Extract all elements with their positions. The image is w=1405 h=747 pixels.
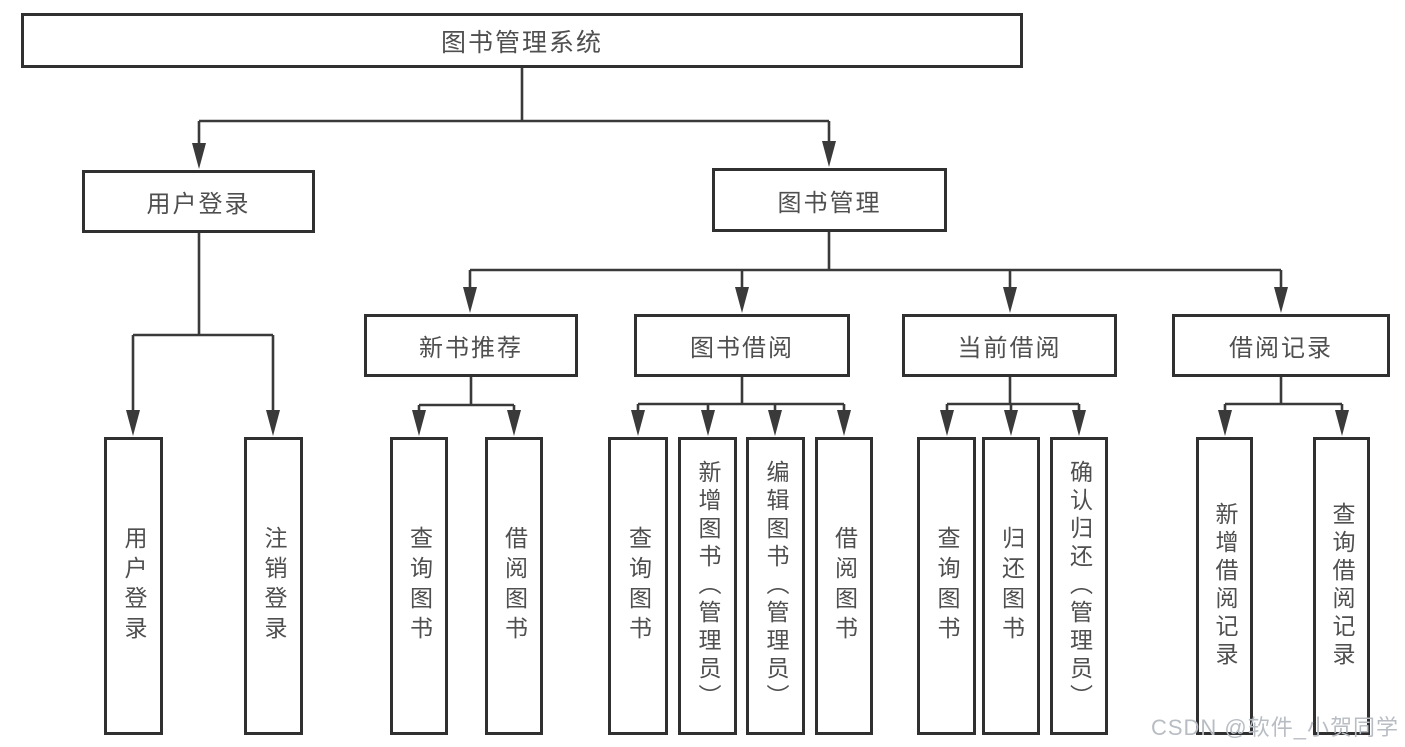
csdn-watermark: CSDN @软件_小贺同学 [1150,715,1399,740]
node-current-borrowing-label: 当前借阅 [957,335,1062,362]
leaf-borrowing-add-books-admin: 新增图书（管理员） [678,437,737,735]
leaf-recommend-query-books: 查询图书 [390,437,448,735]
leaf-logout-login: 注销登录 [244,437,303,735]
node-new-book-recommend-label: 新书推荐 [419,335,523,362]
node-library-system-label: 图书管理系统 [440,28,603,57]
leaf-current-confirm-return-admin: 确认归还（管理员） [1050,437,1108,735]
leaf-records-add-borrow-record: 新增借阅记录 [1196,437,1253,735]
leaf-borrowing-edit-books-admin-label: 编辑图书（管理员） [763,460,789,712]
leaf-borrowing-query-books-label: 查询图书 [625,526,652,646]
leaf-borrowing-borrow-books: 借阅图书 [815,437,873,735]
leaf-current-return-books-label: 归还图书 [998,526,1025,646]
leaf-borrowing-borrow-books-label: 借阅图书 [831,526,858,646]
node-borrowing-records: 借阅记录 [1172,314,1390,377]
node-user-login-label: 用户登录 [146,191,251,218]
node-current-borrowing: 当前借阅 [902,314,1117,377]
leaf-user-login-label: 用户登录 [121,526,147,646]
leaf-logout-login-label: 注销登录 [261,526,287,646]
leaf-borrowing-edit-books-admin: 编辑图书（管理员） [746,437,805,735]
leaf-records-add-borrow-record-label: 新增借阅记录 [1212,502,1238,670]
leaf-recommend-borrow-books: 借阅图书 [485,437,543,735]
leaf-borrowing-add-books-admin-label: 新增图书（管理员） [695,460,721,712]
node-book-management-label: 图书管理 [777,189,882,217]
leaf-current-query-books-label: 查询图书 [934,526,960,646]
leaf-records-query-borrow-record-label: 查询借阅记录 [1329,502,1355,670]
leaf-borrowing-query-books: 查询图书 [608,437,668,735]
leaf-current-confirm-return-admin-label: 确认归还（管理员） [1066,460,1093,712]
leaf-current-query-books: 查询图书 [917,437,976,735]
leaf-recommend-query-books-label: 查询图书 [406,526,433,646]
node-user-login: 用户登录 [82,170,315,233]
node-library-system: 图书管理系统 [21,13,1023,68]
leaf-recommend-borrow-books-label: 借阅图书 [501,526,528,646]
leaf-user-login: 用户登录 [104,437,163,735]
leaf-records-query-borrow-record: 查询借阅记录 [1313,437,1370,735]
node-book-borrowing: 图书借阅 [634,314,850,377]
node-book-borrowing-label: 图书借阅 [690,335,794,362]
leaf-current-return-books: 归还图书 [982,437,1040,735]
node-new-book-recommend: 新书推荐 [364,314,578,377]
node-book-management: 图书管理 [712,168,947,232]
node-borrowing-records-label: 借阅记录 [1229,335,1333,362]
